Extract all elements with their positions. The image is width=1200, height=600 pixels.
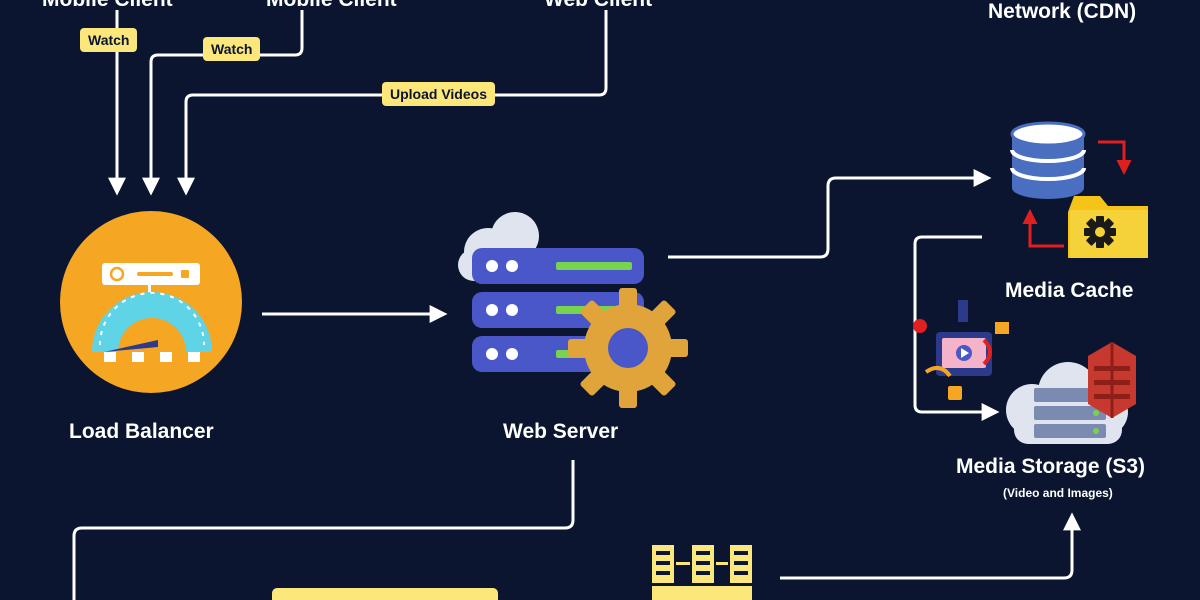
media-storage-sublabel: (Video and Images) bbox=[1003, 486, 1113, 500]
web-client-label: Web Client bbox=[544, 0, 652, 12]
web-server-icon bbox=[458, 212, 688, 408]
web-server-label: Web Server bbox=[503, 420, 619, 443]
edge-webserver-down bbox=[72, 460, 575, 600]
watch-label-2: Watch bbox=[203, 37, 261, 61]
cdn-label: Network (CDN) bbox=[988, 0, 1137, 23]
upload-videos-label: Upload Videos bbox=[382, 82, 495, 106]
edge-shards-to-storage bbox=[780, 512, 1081, 580]
mobile-client-1-label: Mobile Client bbox=[42, 0, 173, 12]
edge-cache-to-storage bbox=[913, 235, 1000, 421]
edge-webserver-to-cache bbox=[668, 169, 992, 259]
load-balancer-icon bbox=[60, 211, 242, 393]
gear-folder-icon bbox=[1068, 196, 1148, 258]
cache-arrows bbox=[1022, 140, 1132, 248]
cut-off-label-box bbox=[272, 588, 498, 600]
media-storage-icon bbox=[913, 300, 1136, 444]
database-shards-icon bbox=[652, 545, 752, 600]
watch-label-1: Watch bbox=[80, 28, 138, 52]
media-cache-label: Media Cache bbox=[1005, 279, 1134, 302]
database-icon bbox=[1010, 121, 1086, 199]
load-balancer-label: Load Balancer bbox=[69, 420, 214, 443]
mobile-client-2-label: Mobile Client bbox=[266, 0, 397, 12]
media-storage-label: Media Storage (S3) bbox=[956, 455, 1146, 478]
